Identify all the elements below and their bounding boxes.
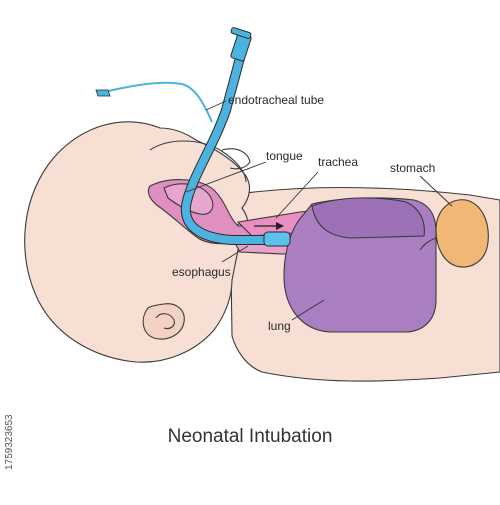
tube-cuff	[263, 231, 291, 247]
label-tongue: tongue	[266, 149, 303, 163]
airflow-arrowhead	[276, 222, 284, 230]
label-trachea: trachea	[318, 155, 358, 169]
leader-stomach	[419, 175, 453, 207]
diagram-title: Neonatal Intubation	[168, 426, 333, 447]
ear	[142, 303, 185, 340]
label-esophagus: esophagus	[172, 265, 231, 279]
stomach-duct	[419, 237, 437, 251]
stomach-shape	[435, 199, 489, 268]
stock-id: 1759323653	[4, 414, 15, 470]
leader-endotracheal-tube	[205, 100, 227, 111]
ear-inner	[155, 313, 175, 330]
leader-tongue	[185, 161, 267, 193]
label-endotracheal-tube: endotracheal tube	[228, 93, 324, 107]
label-stomach: stomach	[390, 161, 435, 175]
lung-lobe	[311, 197, 425, 239]
pilot-balloon-line	[103, 81, 213, 123]
pilot-balloon	[95, 89, 111, 97]
leader-lung	[291, 299, 325, 321]
label-lung: lung	[268, 319, 291, 333]
leader-esophagus	[221, 245, 249, 263]
tube-body-fill	[181, 54, 286, 244]
nose	[221, 148, 251, 170]
leader-trachea	[275, 171, 319, 219]
tube-connector-cap	[230, 27, 252, 39]
face-contour	[149, 140, 247, 183]
